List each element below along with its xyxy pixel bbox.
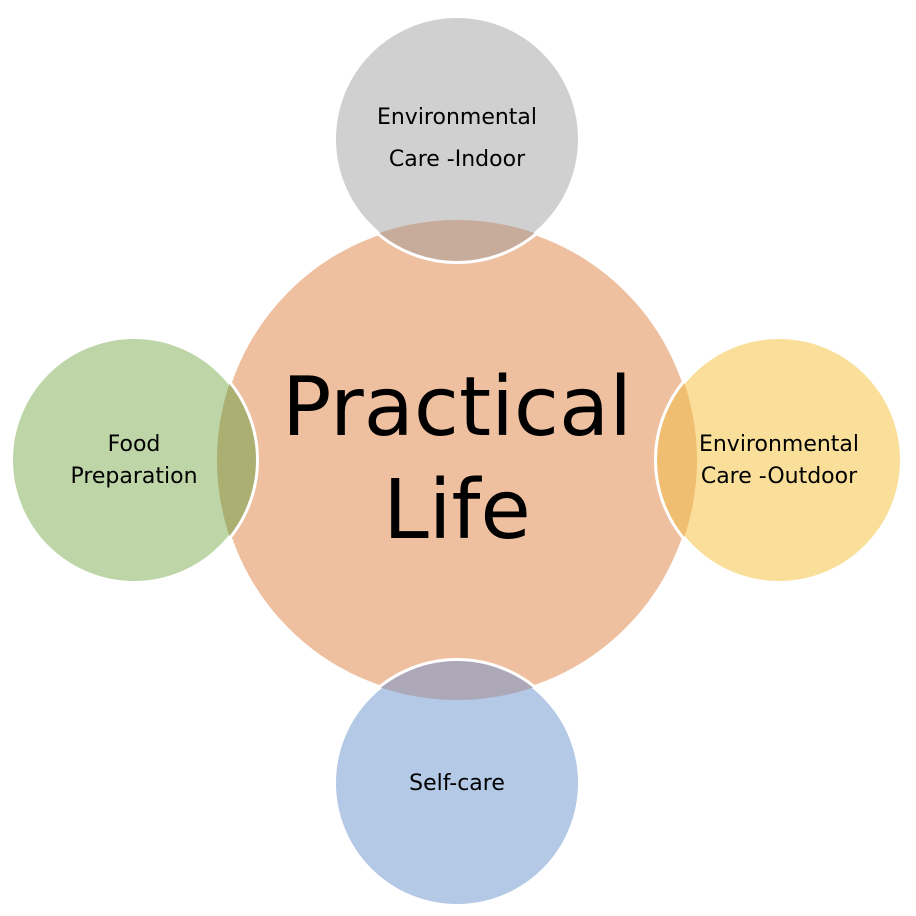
center-circle	[215, 218, 699, 702]
bottom-node-label: Self-care	[409, 771, 505, 796]
left-node-label-line2: Preparation	[70, 464, 197, 489]
left-node-label-line1: Food	[108, 432, 161, 457]
center-title-line2: Life	[383, 463, 531, 558]
center-title-line1: Practical	[282, 360, 632, 455]
top-circle-outline	[333, 15, 581, 263]
top-node-label-line2: Care -Indoor	[389, 147, 526, 172]
top-node-label-line1: Environmental	[377, 105, 537, 130]
bottom-circle-outline	[333, 659, 581, 907]
right-circle-outline	[655, 336, 903, 584]
left-circle-outline	[10, 336, 258, 584]
right-node-label-line1: Environmental	[699, 432, 859, 457]
right-node-label-line2: Care -Outdoor	[701, 464, 858, 489]
